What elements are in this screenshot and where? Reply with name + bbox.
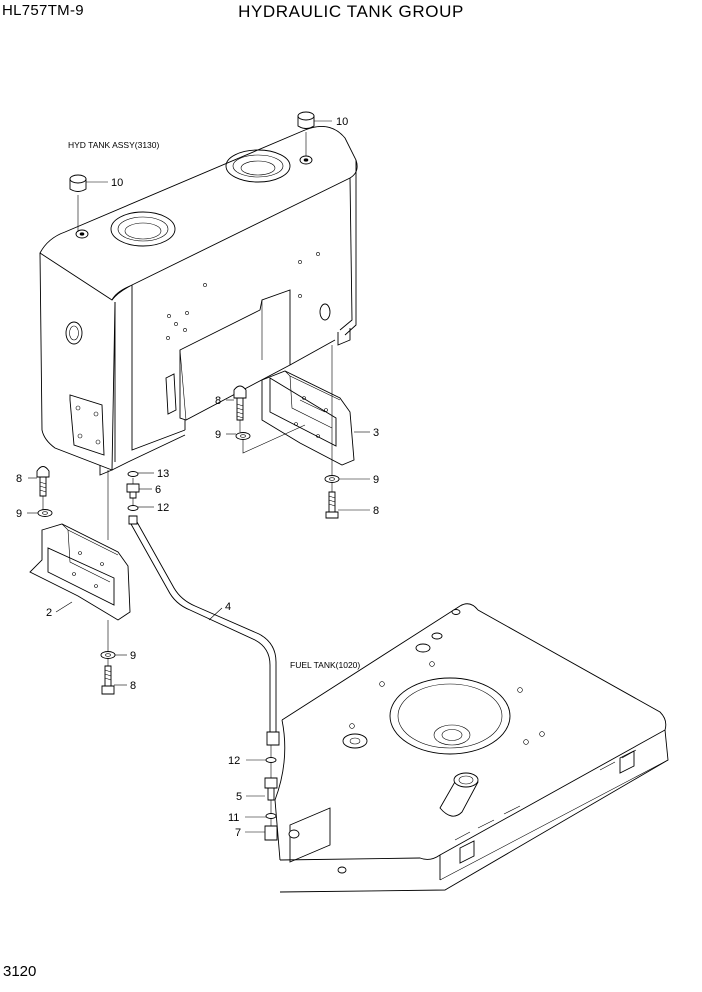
callout-8-bolt-lower: 8 <box>130 680 136 692</box>
page-number: 3120 <box>3 963 37 980</box>
callout-9-washer-lower: 9 <box>130 650 136 662</box>
fasteners <box>36 111 340 695</box>
page-title: HYDRAULIC TANK GROUP <box>238 2 464 21</box>
callout-12-oring-lower: 12 <box>228 755 240 767</box>
bracket-2 <box>29 523 131 621</box>
callout-7-plug: 7 <box>235 827 241 839</box>
callout-10-left: 10 <box>111 177 123 189</box>
callout-8-bolt-upper: 8 <box>215 395 221 407</box>
callout-11-oring: 11 <box>228 812 239 824</box>
callout-2-bracket: 2 <box>46 607 52 619</box>
callout-8-bolt-right: 8 <box>373 505 379 517</box>
callout-4-hose: 4 <box>225 601 231 613</box>
bracket-3 <box>261 370 355 466</box>
callout-9-washer-left: 9 <box>16 508 22 520</box>
callout-3-bracket: 3 <box>373 427 379 439</box>
leader-lines <box>27 120 370 833</box>
hyd-tank-label: HYD TANK ASSY(3130) <box>68 140 160 150</box>
model-code: HL757TM-9 <box>2 2 84 19</box>
fittings-and-hose <box>126 471 280 841</box>
callout-9-washer-right: 9 <box>373 474 379 486</box>
callout-6-connector: 6 <box>155 484 161 496</box>
callout-12-oring-upper: 12 <box>157 502 169 514</box>
callout-5-connector: 5 <box>236 791 242 803</box>
fuel-tank-label: FUEL TANK(1020) <box>290 660 360 670</box>
callout-9-washer-upper: 9 <box>215 429 221 441</box>
callout-10-right: 10 <box>336 116 348 128</box>
callout-8-bolt-left: 8 <box>16 473 22 485</box>
callout-13-oring: 13 <box>157 468 169 480</box>
fuel-tank <box>274 603 669 893</box>
hydraulic-tank <box>39 125 358 476</box>
